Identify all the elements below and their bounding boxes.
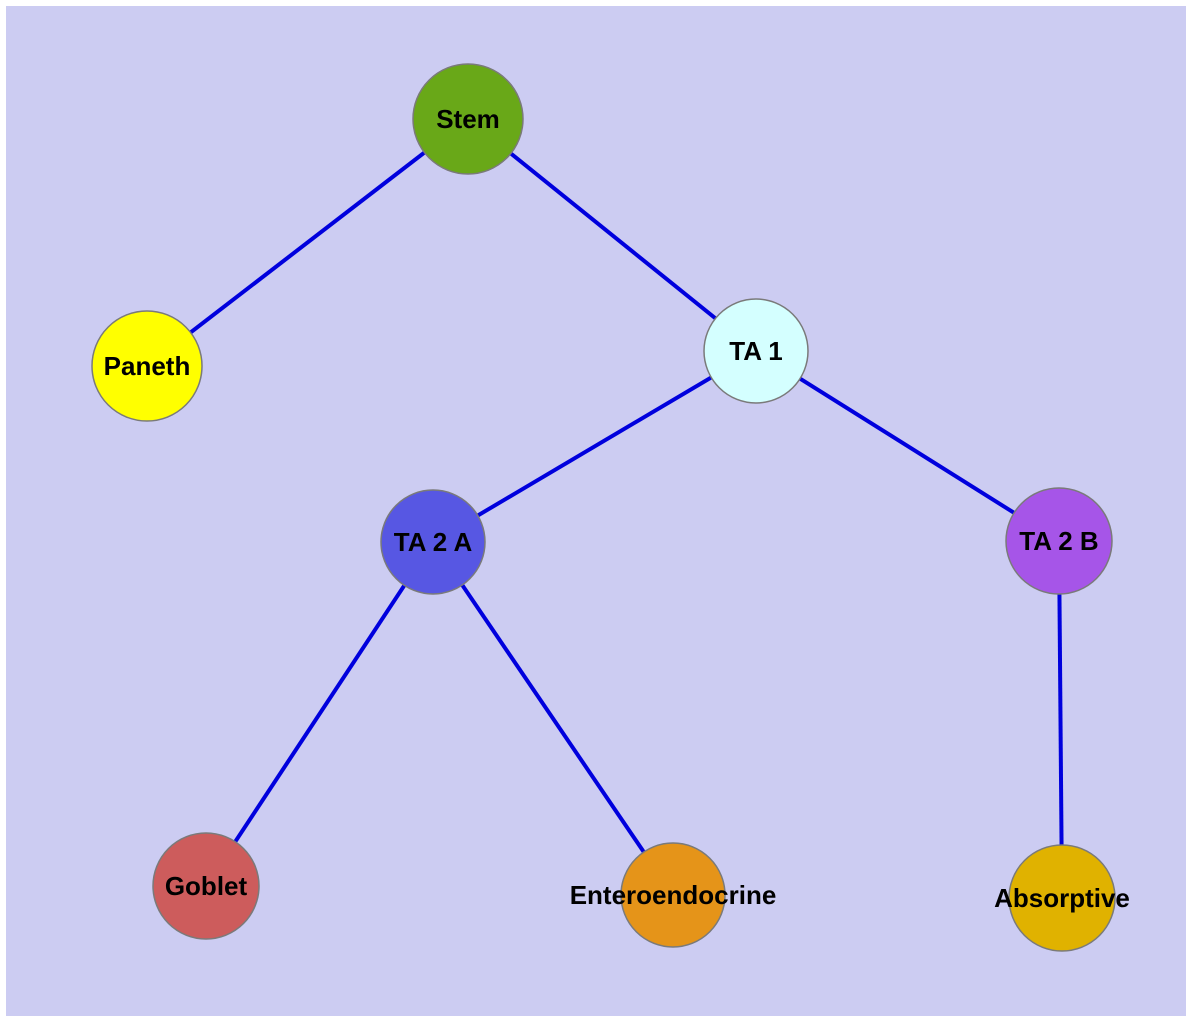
edge-ta2b-absorptive: [1057, 540, 1064, 899]
node-ta2a-label: TA 2 A: [394, 527, 473, 557]
node-ta1-label: TA 1: [729, 336, 782, 366]
node-absorptive-label: Absorptive: [994, 883, 1130, 913]
node-absorptive-circle: [1008, 844, 1116, 952]
node-ta1-circle: [703, 298, 809, 404]
node-paneth-circle: [91, 310, 203, 422]
node-ta2b-label: TA 2 B: [1019, 526, 1098, 556]
edge-ta2a-enteroendocrine: [431, 540, 675, 897]
node-enteroendocrine-circle: [620, 842, 726, 948]
node-paneth-label: Paneth: [104, 351, 191, 381]
node-stem-circle: [412, 63, 524, 175]
node-goblet-circle: [152, 832, 260, 940]
edge-ta2a-goblet: [204, 540, 435, 888]
edge-ta1-ta2b: [754, 349, 1061, 543]
node-ta2b-circle: [1005, 487, 1113, 595]
node-enteroendocrine-label: Enteroendocrine: [570, 880, 777, 910]
edge-stem-ta1: [466, 117, 758, 353]
edge-stem-paneth: [145, 117, 470, 368]
node-ta2a-circle: [380, 489, 486, 595]
node-goblet-label: Goblet: [165, 871, 248, 901]
node-stem-label: Stem: [436, 104, 500, 134]
edge-ta1-ta2a: [431, 349, 758, 544]
